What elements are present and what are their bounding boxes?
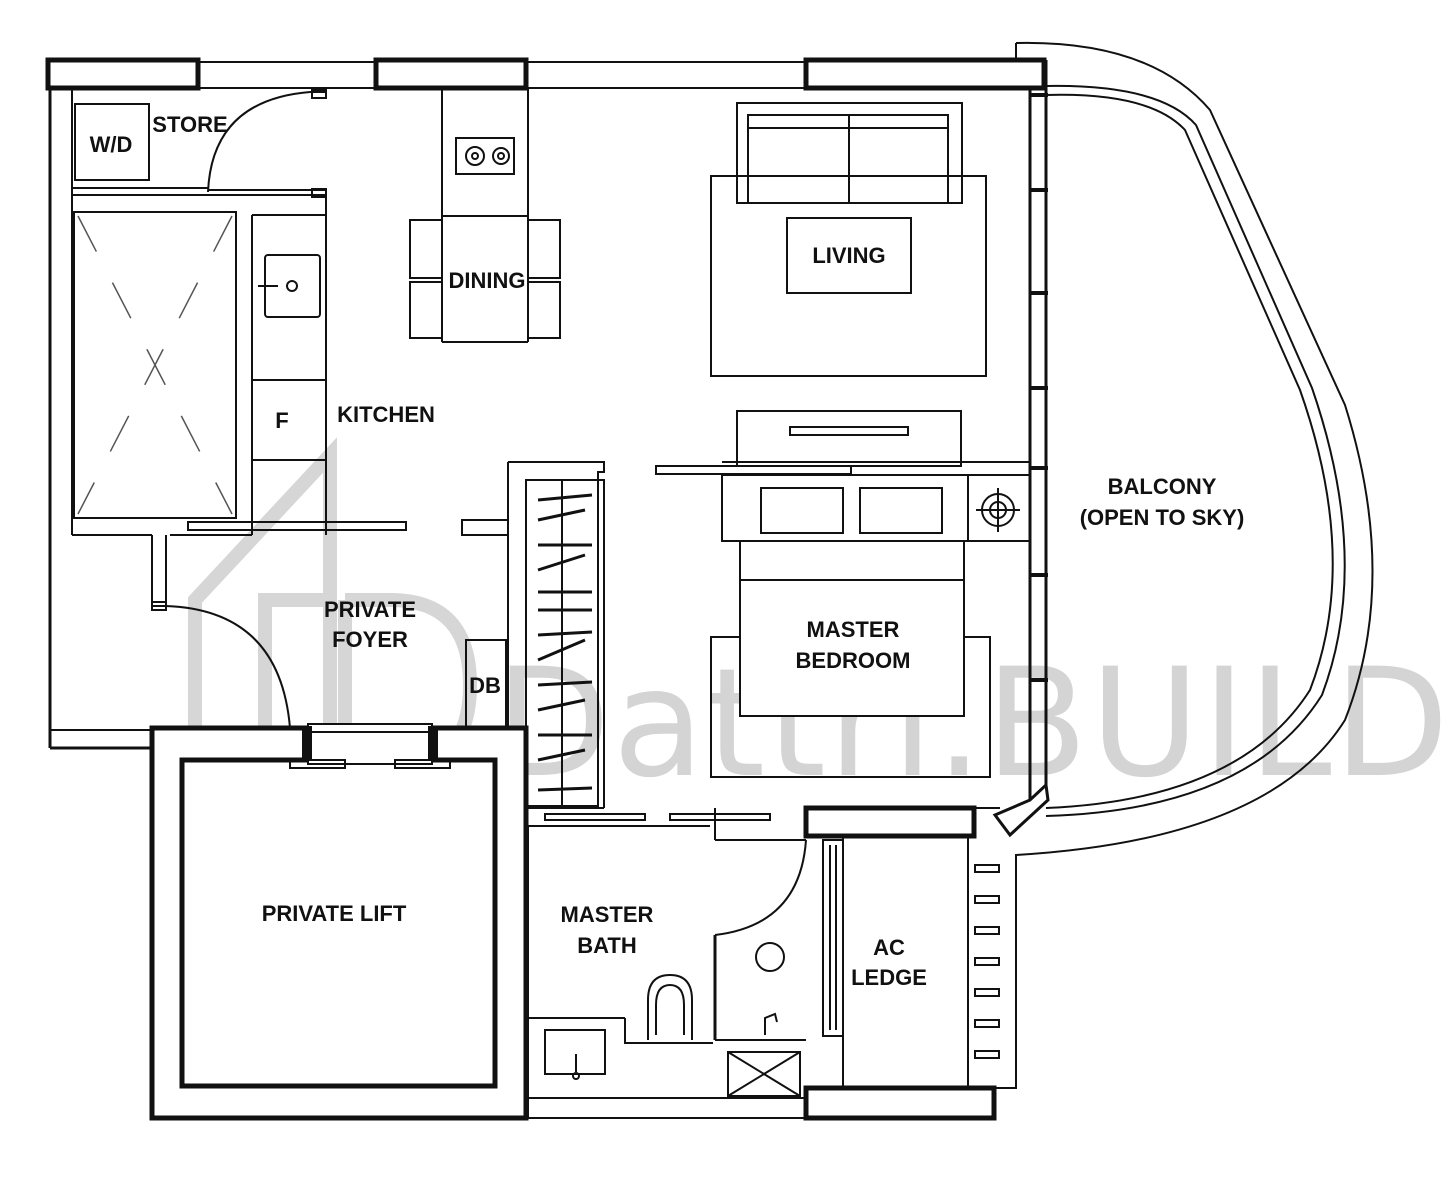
lift-door — [307, 723, 433, 765]
label-balcony-1: BALCONY — [1108, 474, 1217, 499]
ac-ledge-area — [822, 836, 1000, 1088]
wall-top-right — [803, 57, 1047, 91]
label-balcony-2: (OPEN TO SKY) — [1080, 505, 1245, 530]
shower-head-icon — [755, 942, 785, 972]
label-wd: W/D — [90, 132, 133, 157]
wall-bath-top — [803, 805, 977, 839]
label-master-bedroom-1: MASTER — [807, 617, 900, 642]
pillow-icon — [760, 487, 844, 534]
label-fridge: F — [275, 408, 288, 433]
label-private-lift: PRIVATE LIFT — [262, 901, 407, 926]
bath-vent-icon — [727, 1051, 801, 1097]
label-living: LIVING — [812, 243, 885, 268]
wall-bottom-right — [803, 1085, 997, 1121]
dining-chair-icon — [409, 281, 443, 339]
kitchen-area — [72, 195, 407, 536]
label-ac-ledge-1: AC — [873, 935, 905, 960]
label-master-bedroom-2: BEDROOM — [796, 648, 911, 673]
kitchen-island — [73, 211, 237, 519]
master-bedroom-area — [655, 410, 1030, 778]
window-mullions — [1030, 93, 1048, 682]
living-area — [710, 102, 987, 377]
label-db: DB — [469, 673, 501, 698]
pillow-icon — [859, 487, 943, 534]
coffee-table — [786, 217, 912, 294]
dining-area — [409, 88, 561, 343]
tv-console-icon — [789, 426, 909, 436]
balcony — [994, 41, 1374, 1089]
label-master-bath-1: MASTER — [561, 902, 654, 927]
label-dining: DINING — [449, 268, 526, 293]
dining-chair-icon — [527, 281, 561, 339]
wall-top-middle — [373, 57, 529, 91]
ac-grille-icon — [974, 864, 1000, 1059]
exterior-walls — [45, 57, 1050, 1121]
dining-chair-icon — [409, 219, 443, 279]
cooktop-icon — [455, 137, 515, 175]
living-rug — [710, 175, 987, 377]
lamp-icon — [976, 488, 1020, 532]
label-master-bath-2: BATH — [577, 933, 636, 958]
room-labels: STORE W/D DINING LIVING KITCHEN F BALCON… — [90, 112, 1245, 990]
toilet-icon — [647, 973, 693, 1040]
label-store: STORE — [152, 112, 227, 137]
label-kitchen: KITCHEN — [337, 402, 435, 427]
master-bath-area — [527, 808, 807, 1118]
shower-valve-icon — [764, 1012, 778, 1035]
private-lift — [149, 723, 529, 1121]
label-foyer-2: FOYER — [332, 627, 408, 652]
label-foyer-1: PRIVATE — [324, 597, 416, 622]
store-area — [72, 89, 327, 198]
wall-top-left — [45, 57, 201, 91]
dining-chair-icon — [527, 219, 561, 279]
label-ac-ledge-2: LEDGE — [851, 965, 927, 990]
